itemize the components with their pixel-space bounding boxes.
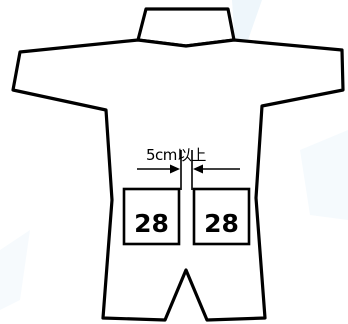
garment-body xyxy=(13,40,343,320)
number-patch-left-text: 28 xyxy=(134,209,169,238)
gap-label: 5cm以上 xyxy=(146,146,206,164)
number-patch-right-text: 28 xyxy=(204,209,239,238)
